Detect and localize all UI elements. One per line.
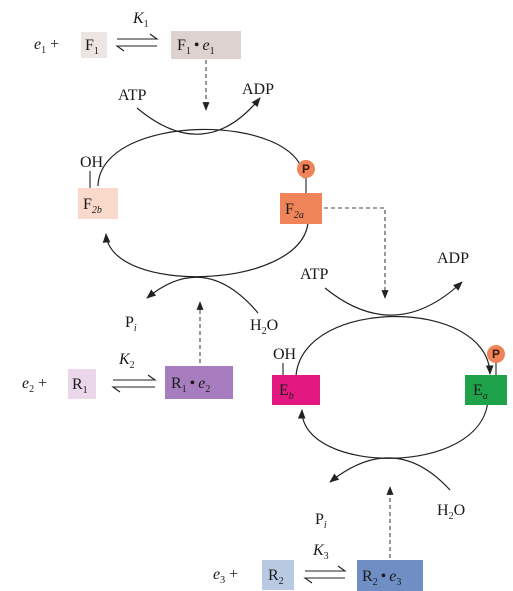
ADP-label-1: ADP bbox=[242, 81, 274, 98]
e2-species: e2+ bbox=[22, 375, 47, 395]
F2b-box bbox=[78, 188, 118, 219]
Pi-H2O-exchange-1 bbox=[146, 276, 259, 314]
R2-label: R2 bbox=[268, 567, 284, 587]
cycle1-reverse-arc bbox=[102, 222, 309, 278]
Ea-box bbox=[465, 375, 507, 405]
R1-label: R1 bbox=[72, 376, 88, 396]
R2-e3-complex-box bbox=[357, 560, 423, 591]
OH-label-2: OH bbox=[273, 346, 297, 363]
R1-e2-complex-box bbox=[165, 366, 233, 399]
F2a-box bbox=[280, 193, 322, 224]
OH-label-1: OH bbox=[80, 154, 104, 171]
phosphate-label-2: P bbox=[492, 347, 500, 361]
H2O-label-2: H2O bbox=[437, 502, 465, 522]
e3-species: e3+ bbox=[213, 566, 238, 586]
phosphate-icon-1 bbox=[297, 160, 315, 178]
K1-constant: K1 bbox=[132, 10, 149, 30]
K2-constant: K2 bbox=[118, 351, 135, 371]
F1-box bbox=[81, 32, 107, 58]
H2O-label-1: H2O bbox=[250, 317, 278, 337]
cycle1-forward-arc bbox=[97, 128, 308, 187]
R1-e2-complex-label: R1•e2 bbox=[171, 375, 210, 395]
ADP-label-2: ADP bbox=[437, 250, 469, 267]
R2-box bbox=[262, 560, 294, 590]
ATP-ADP-exchange-2 bbox=[324, 281, 463, 316]
phosphate-label-1: P bbox=[302, 162, 310, 176]
equilibrium-arrows-K3 bbox=[303, 565, 347, 584]
K3-constant: K3 bbox=[312, 542, 329, 562]
F1-e1-complex-label: F1•e1 bbox=[177, 37, 215, 57]
Pi-label-1: Pi bbox=[125, 314, 137, 334]
ATP-label-1: ATP bbox=[118, 87, 147, 104]
ATP-ADP-exchange-1 bbox=[136, 97, 261, 135]
F1-e1-complex-box bbox=[171, 31, 241, 59]
equilibrium-arrows-K1 bbox=[115, 33, 159, 52]
equilibrium-arrows-K2 bbox=[111, 374, 157, 393]
Eb-label: Eb bbox=[279, 382, 294, 402]
Ea-label: Ea bbox=[473, 382, 488, 402]
Eb-box bbox=[272, 375, 320, 405]
F2a-label: F2a bbox=[285, 201, 304, 221]
cycle2-forward-arc bbox=[295, 316, 494, 377]
F1-label: F1 bbox=[85, 37, 99, 57]
e1-species: e1+ bbox=[34, 36, 59, 56]
R1-box bbox=[68, 369, 96, 399]
activation-arrow-F2a bbox=[324, 207, 389, 299]
R2-e3-complex-label: R2•e3 bbox=[362, 568, 401, 588]
ATP-label-2: ATP bbox=[300, 266, 329, 283]
Pi-label-2: Pi bbox=[315, 511, 327, 531]
Pi-H2O-exchange-2 bbox=[329, 457, 451, 491]
phosphate-icon-2 bbox=[487, 345, 505, 363]
F2b-label: F2b bbox=[83, 196, 102, 216]
cycle2-reverse-arc bbox=[297, 399, 489, 459]
